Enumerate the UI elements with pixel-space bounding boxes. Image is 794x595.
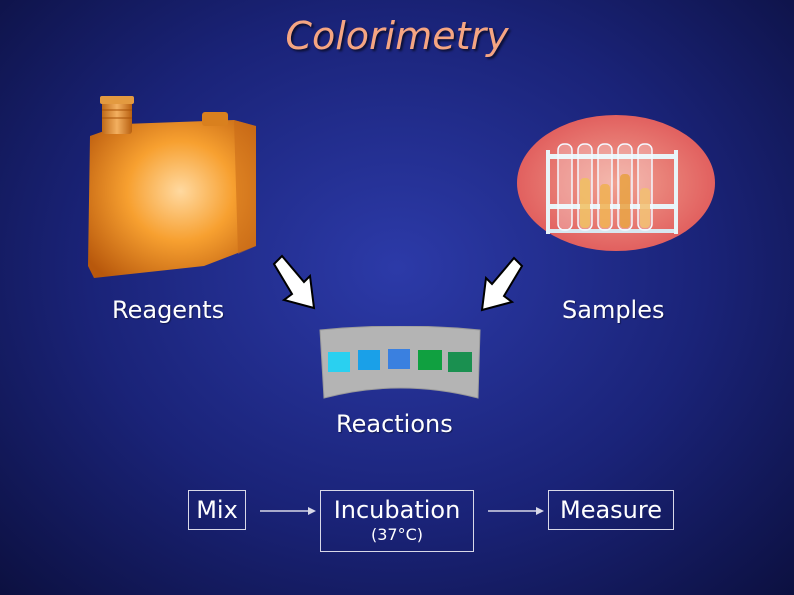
arrow-down-left-icon [480,256,524,312]
reagent-bottle-image [88,96,256,278]
arrow-right-icon [488,507,544,515]
incubation-step: Incubation (37°C) [320,490,474,552]
arrow-down-right-icon [272,254,316,310]
arrow-right-icon [260,507,316,515]
incubation-temperature: (37°C) [370,525,423,544]
slide-title: Colorimetry [285,14,509,58]
well-2 [358,350,380,370]
reaction-wells-strip [319,326,481,399]
well-1 [328,352,350,372]
well-4 [418,350,442,370]
mix-step: Mix [188,490,246,530]
measure-step: Measure [548,490,674,530]
samples-label: Samples [562,296,665,324]
well-5 [448,352,472,372]
sample-tubes-image [517,115,715,251]
reagents-label: Reagents [112,296,225,324]
reactions-label: Reactions [336,410,453,438]
well-3 [388,349,410,369]
incubation-label: Incubation [333,496,461,524]
